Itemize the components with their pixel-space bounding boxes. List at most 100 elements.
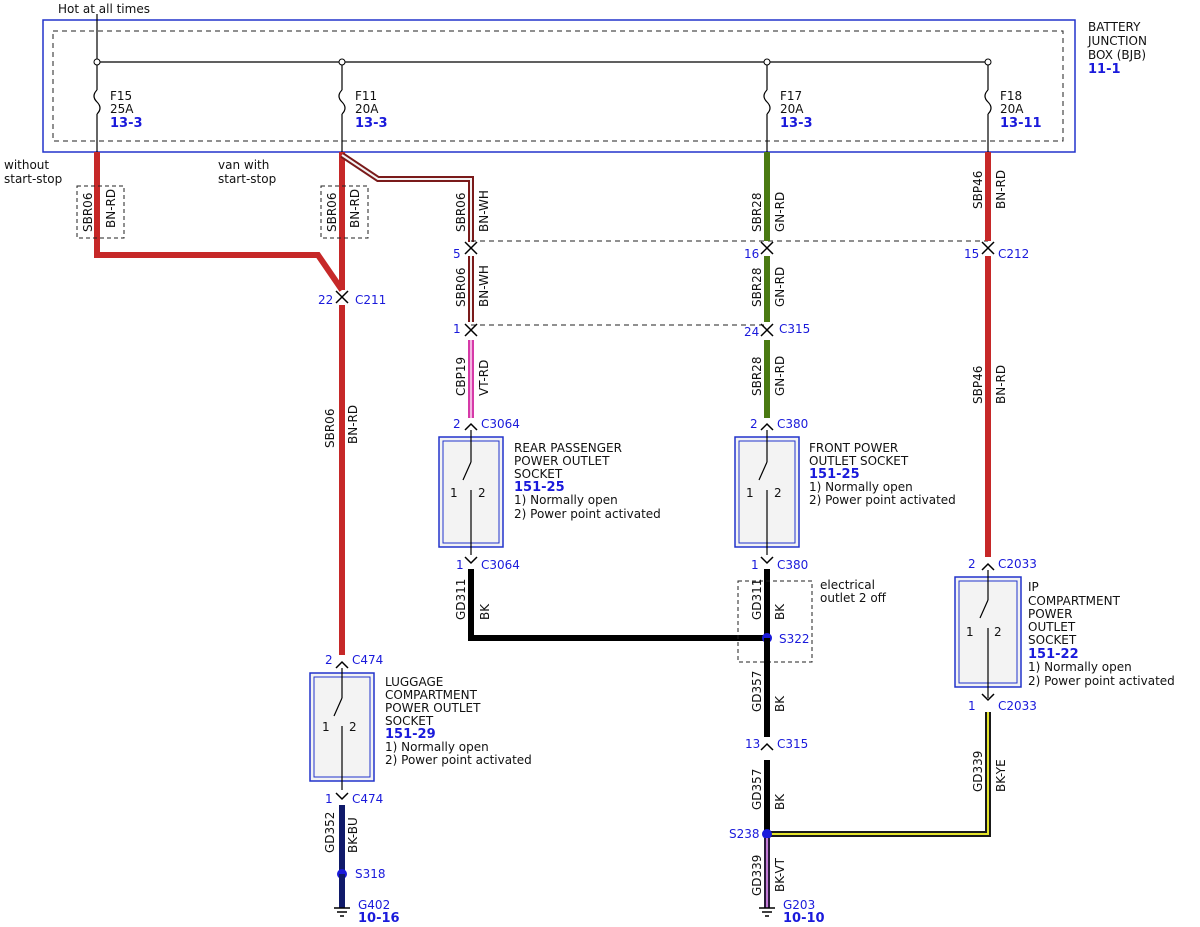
wire-sbr06-f15 — [94, 152, 345, 292]
luggage-title-2: COMPARTMENT — [385, 688, 478, 702]
c2033-top-name: C2033 — [998, 557, 1037, 571]
fuse-f15-ref: 13-3 — [110, 116, 143, 131]
wire-label-bnrd-d: BN-RD — [994, 170, 1008, 209]
connector-c474-bottom — [335, 792, 349, 801]
ip-title-3: POWER — [1028, 607, 1072, 621]
fuse-f11: F11 20A 13-3 — [338, 58, 388, 152]
c380-bottom-pin: 1 — [751, 558, 759, 572]
rear-note-1: 1) Normally open — [514, 493, 618, 507]
electrical-note-2: outlet 2 off — [820, 591, 887, 605]
connector-c212-pin5 — [464, 241, 478, 255]
wire-label-gd339-b: GD339 — [750, 855, 764, 896]
connector-c380-bottom — [760, 556, 774, 565]
wire-label-bk-b: BK — [773, 603, 787, 620]
ip-pin-1: 1 — [966, 625, 974, 639]
fuse-f11-ref: 13-3 — [355, 116, 388, 131]
wire-label-gd311-a: GD311 — [454, 579, 468, 620]
c474-bottom-pin: 1 — [325, 792, 333, 806]
c474-top-pin: 2 — [325, 653, 333, 667]
fuse-f15-id: F15 — [110, 89, 132, 103]
wire-label-bnrd-e: BN-RD — [994, 365, 1008, 404]
wire-label-bnrd-c: BN-RD — [346, 405, 360, 444]
fuse-f17: F17 20A 13-3 — [763, 58, 813, 152]
ip-title-1: IP — [1028, 580, 1039, 594]
ip-title-2: COMPARTMENT — [1028, 594, 1121, 608]
connector-c3064-bottom — [464, 556, 478, 565]
wire-label-sbr06-d: SBR06 — [454, 193, 468, 232]
c212-pin15: 15 — [964, 247, 979, 261]
bjb-title-line-1: BATTERY — [1088, 20, 1141, 34]
wire-label-sbr06-a: SBR06 — [81, 193, 95, 232]
luggage-pin-2: 2 — [349, 720, 357, 734]
connector-c3064-top — [464, 422, 478, 431]
c3064-bottom-name: C3064 — [481, 558, 520, 572]
c3064-top-pin: 2 — [453, 417, 461, 431]
front-switch-blade — [758, 461, 768, 481]
variant-with-line-1: van with — [218, 158, 269, 172]
wire-label-gnrd-a: GN-RD — [773, 192, 787, 232]
variant-box-right — [320, 185, 369, 239]
rear-pin-2: 2 — [478, 486, 486, 500]
variant-without-line-2: start-stop — [4, 172, 62, 186]
c2033-bottom-name: C2033 — [998, 699, 1037, 713]
wire-label-sbr28-c: SBR28 — [750, 357, 764, 396]
front-note-1: 1) Normally open — [809, 480, 913, 494]
ground-g203-name: G203 — [783, 898, 815, 912]
c315-pin24: 24 — [744, 325, 759, 339]
wire-label-gd357-a: GD357 — [750, 671, 764, 712]
wire-label-bnrd-a: BN-RD — [104, 189, 118, 228]
wire-label-gd339-a: GD339 — [971, 751, 985, 792]
variant-with-line-2: start-stop — [218, 172, 276, 186]
connector-c315-lower — [760, 742, 774, 751]
front-title-2: OUTLET SOCKET — [809, 454, 909, 468]
c2033-bottom-pin: 1 — [968, 699, 976, 713]
c315-pin1: 1 — [453, 322, 461, 336]
wire-gd339-bkye — [767, 712, 991, 837]
wire-label-bk-d: BK — [773, 793, 787, 810]
ip-title-5: SOCKET — [1028, 633, 1077, 647]
wire-label-sbr06-e: SBR06 — [454, 268, 468, 307]
luggage-note-2: 2) Power point activated — [385, 753, 532, 767]
c211-name: C211 — [355, 293, 386, 307]
luggage-title-3: POWER OUTLET — [385, 701, 481, 715]
ip-title-4: OUTLET — [1028, 620, 1076, 634]
connector-c211 — [335, 290, 349, 304]
c3064-top-name: C3064 — [481, 417, 520, 431]
rear-switch-blade — [462, 461, 472, 481]
hot-label: Hot at all times — [58, 2, 150, 16]
bjb-ref: 11-1 — [1088, 62, 1121, 77]
variant-box-left — [76, 185, 125, 239]
connector-c315-pin1-b — [464, 328, 478, 337]
connector-c2033-bottom — [981, 693, 995, 702]
ip-ref: 151-22 — [1028, 647, 1079, 662]
wire-label-gnrd-b: GN-RD — [773, 267, 787, 307]
fuse-f18-id: F18 — [1000, 89, 1022, 103]
fuse-f17-ref: 13-3 — [780, 116, 813, 131]
front-ref: 151-25 — [809, 467, 860, 482]
c474-top-name: C474 — [352, 653, 383, 667]
fuse-f18-amps: 20A — [1000, 102, 1024, 116]
wire-label-gd311-b: GD311 — [750, 579, 764, 620]
electrical-outlet-dashed-box — [737, 580, 813, 663]
wire-label-sbr06-c: SBR06 — [323, 409, 337, 448]
wire-label-vtrd: VT-RD — [477, 360, 491, 396]
front-title-1: FRONT POWER — [809, 441, 898, 455]
splice-s238: S238 — [729, 827, 760, 841]
luggage-title-1: LUGGAGE — [385, 675, 443, 689]
ground-g402-ref: 10-16 — [358, 911, 400, 926]
wire-label-cbp19: CBP19 — [454, 357, 468, 396]
fuse-f15-amps: 25A — [110, 102, 134, 116]
connector-c212-pin15-b — [981, 246, 995, 255]
wire-label-sbr06-b: SBR06 — [325, 193, 339, 232]
c2033-top-pin: 2 — [968, 557, 976, 571]
wire-label-bk-c: BK — [773, 695, 787, 712]
ground-g402-symbol — [334, 907, 350, 917]
wire-label-sbp46-a: SBP46 — [971, 171, 985, 209]
bjb-box — [42, 19, 1076, 153]
rear-note-2: 2) Power point activated — [514, 507, 661, 521]
c212-pin16: 16 — [744, 247, 759, 261]
luggage-title-4: SOCKET — [385, 714, 434, 728]
wire-label-sbp46-b: SBP46 — [971, 366, 985, 404]
front-note-2: 2) Power point activated — [809, 493, 956, 507]
